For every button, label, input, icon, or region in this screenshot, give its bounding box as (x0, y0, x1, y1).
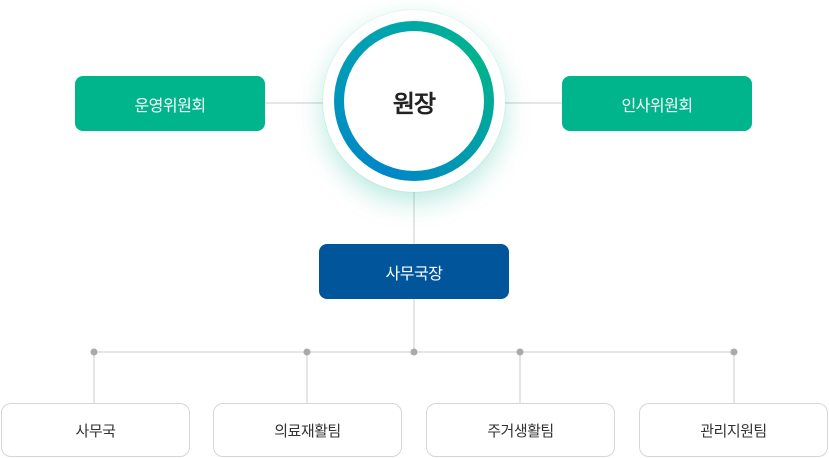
team-node-3: 주거생활팀 (426, 403, 615, 457)
team-node-4: 관리지원팀 (639, 403, 828, 457)
director-inner: 원장 (344, 31, 484, 171)
junction-dot-2 (303, 348, 311, 356)
junction-dot-3 (516, 348, 524, 356)
left-committee-label: 운영위원회 (134, 95, 206, 115)
team-label-3: 주거생활팀 (487, 421, 554, 440)
junction-dot-4 (730, 348, 738, 356)
team-label-4: 관리지원팀 (700, 421, 767, 440)
team-label-1: 사무국 (75, 421, 116, 440)
director-ring: 원장 (334, 21, 494, 181)
left-committee-node: 운영위원회 (75, 76, 265, 131)
secretary-general-label: 사무국장 (385, 263, 443, 283)
junction-dot-1 (90, 348, 98, 356)
junction-dot-center (410, 348, 418, 356)
team-label-2: 의료재활팀 (274, 421, 341, 440)
director-node: 원장 (323, 10, 505, 192)
right-committee-node: 인사위원회 (562, 76, 752, 131)
secretary-general-node: 사무국장 (319, 244, 509, 299)
team-node-2: 의료재활팀 (213, 403, 402, 457)
director-label: 원장 (392, 89, 436, 118)
right-committee-label: 인사위원회 (621, 95, 693, 115)
team-node-1: 사무국 (1, 403, 190, 457)
